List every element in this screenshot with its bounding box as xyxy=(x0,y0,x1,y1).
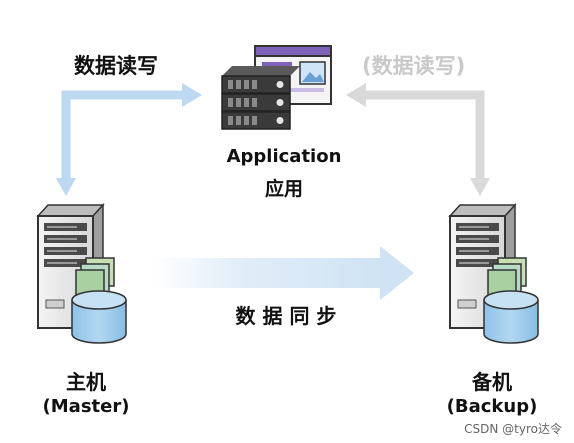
stacked-windows-icon xyxy=(75,257,115,299)
master-label-en: (Master) xyxy=(42,396,130,417)
read-write-label-backup: (数据读写) xyxy=(362,54,466,78)
application-label: Application xyxy=(226,146,342,167)
read-write-label-master: 数据读写 xyxy=(74,54,158,78)
master-label: 主机 xyxy=(66,370,106,394)
data-sync-label: 数 据 同 步 xyxy=(235,304,337,328)
backup-server xyxy=(448,203,539,344)
arrow-read-write-backup xyxy=(346,83,490,196)
server-rack-icon xyxy=(221,66,300,130)
database-cylinder-icon xyxy=(71,290,127,344)
backup-label: 备机 xyxy=(472,370,512,394)
watermark: CSDN @tyro达令 xyxy=(464,422,562,436)
arrow-read-write-master xyxy=(56,83,202,196)
application-label-cn: 应用 xyxy=(264,178,303,200)
backup-label-en: (Backup) xyxy=(446,396,538,417)
database-cylinder-icon xyxy=(483,290,539,344)
master-server xyxy=(36,203,127,344)
browser-window-icon xyxy=(254,45,332,105)
arrow-data-sync xyxy=(155,246,414,300)
